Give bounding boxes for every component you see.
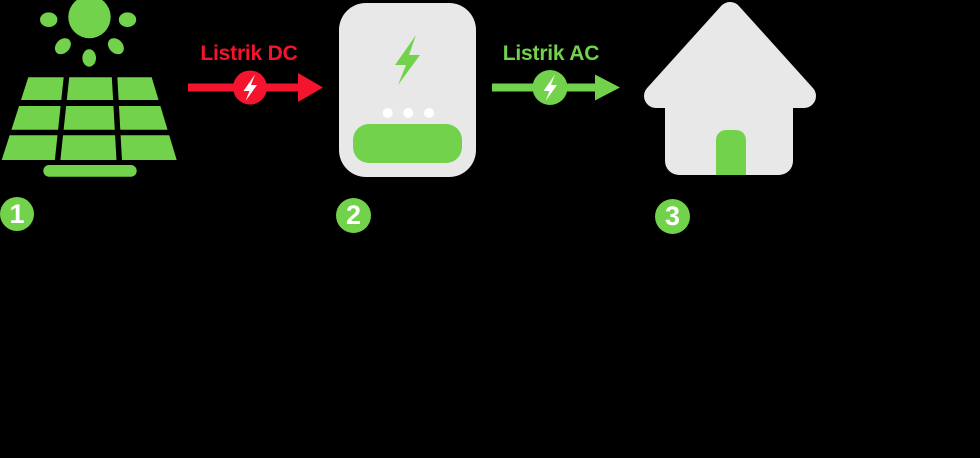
sun-icon — [40, 0, 137, 67]
lightning-bolt-icon — [243, 74, 257, 101]
inverter-battery-bar — [353, 124, 462, 163]
ac-arrow — [492, 70, 620, 105]
solar-panel-icon — [0, 0, 190, 177]
indicator-dots — [382, 108, 434, 118]
step-number: 1 — [9, 198, 25, 229]
dc-arrow — [188, 70, 323, 105]
house-door — [716, 130, 746, 175]
step-badge-1: 1 — [0, 197, 34, 231]
arrowhead-icon — [595, 74, 620, 101]
step-number: 3 — [664, 201, 681, 231]
flow-label-dc: Listrik DC — [200, 42, 298, 65]
arrowhead-icon — [298, 73, 323, 102]
step-badge-2: 2 — [336, 198, 371, 233]
house-icon — [644, 2, 816, 175]
lightning-bolt-icon — [395, 35, 420, 85]
inverter-icon — [339, 3, 476, 177]
step-number: 2 — [345, 200, 362, 230]
house-roof — [644, 2, 816, 108]
step-badge-3: 3 — [655, 199, 690, 234]
panel-grid — [0, 73, 190, 177]
flow-label-ac: Listrik AC — [502, 42, 600, 65]
lightning-bolt-icon — [543, 74, 557, 101]
